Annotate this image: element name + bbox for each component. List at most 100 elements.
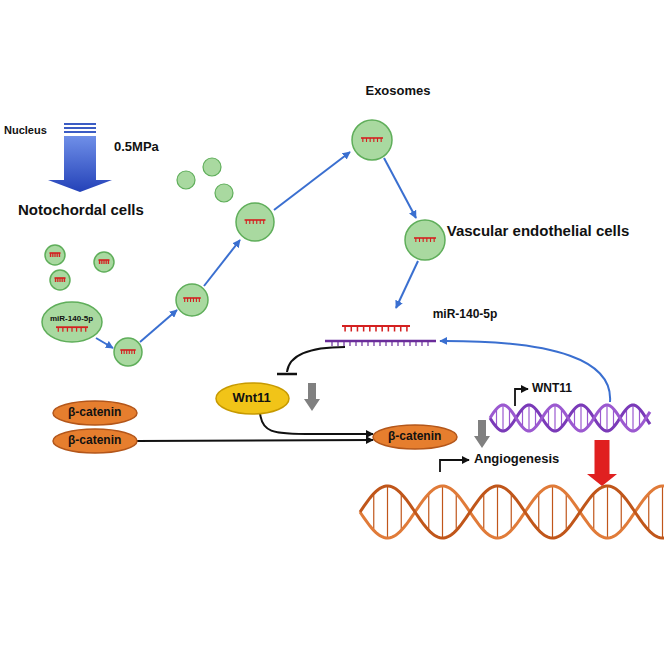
mirna-base — [366, 138, 367, 142]
vesicle-label: Exosomes — [365, 84, 430, 99]
mirna-base — [357, 326, 359, 332]
wnt11-gene-rung — [502, 405, 503, 431]
mrna-base — [397, 341, 398, 346]
mirna-base — [81, 327, 82, 332]
protein-ellipse: β-catenin — [52, 400, 138, 426]
small-vesicle — [215, 184, 233, 202]
mirna-base — [104, 260, 105, 264]
exosome-vesicle — [50, 270, 70, 290]
inhibition-bar — [277, 373, 297, 376]
mirna-base — [134, 350, 135, 354]
mirna-strand — [183, 297, 201, 299]
wnt11-gene-strand — [490, 405, 650, 431]
mirna-base — [106, 260, 107, 264]
mirna-base — [377, 138, 378, 142]
nucleus-outline — [360, 320, 664, 664]
mirna-base — [375, 326, 377, 332]
nucleus-region: Nucleus — [0, 118, 72, 160]
node-label: β-catenin — [388, 430, 441, 444]
exosome-vesicle — [45, 245, 65, 265]
mirna-base — [52, 253, 53, 257]
mirna-base — [246, 220, 247, 224]
mirna-base — [126, 350, 127, 354]
mirna-strand — [50, 252, 61, 254]
mirna-base — [256, 220, 257, 224]
mirna-base — [62, 278, 63, 282]
mirna-base — [184, 298, 185, 302]
flow-arrow — [204, 240, 240, 286]
flow-arrow — [140, 310, 177, 342]
mirna-base — [59, 278, 60, 282]
wnt11-gene-rung — [606, 405, 607, 431]
mirna-strand — [361, 137, 383, 139]
region-outline — [0, 100, 664, 580]
target-gene-rung — [662, 486, 663, 538]
mirna-base — [57, 278, 58, 282]
exosome-vesicle — [405, 220, 445, 260]
target-gene-rung — [483, 494, 484, 531]
exosome-vesicle — [176, 284, 208, 316]
mirna-base — [369, 326, 371, 332]
decrease-arrow — [474, 420, 490, 448]
node-label: Wnt11 — [233, 391, 271, 406]
target-gene-rung — [511, 494, 512, 531]
mirna-base — [363, 326, 365, 332]
region-title: Vascular endothelial cells — [447, 222, 630, 239]
mirna-base — [60, 278, 61, 282]
target-gene-rung — [428, 494, 429, 531]
mirna-base — [430, 238, 431, 242]
node-label: β-catenin — [68, 434, 121, 448]
mirna-base — [406, 326, 408, 332]
mirna-base — [381, 326, 383, 332]
mirna-base — [253, 220, 254, 224]
mirna-base — [121, 350, 122, 354]
mrna-base — [409, 341, 410, 346]
protein-ellipse: β-catenin — [52, 428, 138, 454]
wnt11-gene-rung — [554, 405, 555, 431]
mirna-base — [388, 326, 390, 332]
target-gene-rung — [401, 494, 402, 531]
pressure-stripe — [64, 131, 96, 133]
mirna-strand — [55, 277, 66, 279]
region-title: Nucleus — [4, 124, 47, 137]
multivesicular-body — [167, 156, 247, 208]
mirna-base — [58, 327, 59, 332]
ellipse-shape — [373, 425, 457, 449]
mirna-base — [394, 326, 396, 332]
connector-arrow — [137, 440, 373, 441]
mirna-base — [55, 278, 56, 282]
mirna-base — [196, 298, 197, 302]
decrease-arrow — [304, 383, 320, 411]
mrna-base — [349, 341, 350, 346]
target-gene-strand — [360, 486, 664, 538]
cell-region: Wnt11 β-catenin β-catenin β-catenin Vascular… — [0, 100, 664, 580]
pressure-value: 0.5MPa — [114, 140, 159, 155]
label-holder: WNT11 — [532, 382, 572, 396]
target-gene-rung — [538, 494, 539, 531]
target-gene-rung — [621, 494, 622, 531]
mirna-base — [67, 327, 68, 332]
mirna-base — [370, 138, 371, 142]
flow-arrow — [274, 152, 350, 210]
pressure-stripe — [64, 127, 96, 129]
mirna-base — [381, 138, 382, 142]
mirna-base — [62, 327, 63, 332]
cell-region: NucleusmiR-140-5pNotochordal cells — [0, 118, 340, 350]
process-label: Angiogenesis — [474, 452, 559, 467]
mirna-base — [415, 238, 416, 242]
mrna-base — [415, 341, 416, 346]
target-gene-rung — [456, 494, 457, 531]
protein-ellipse: β-catenin — [372, 424, 458, 450]
connector-arrow — [260, 414, 373, 435]
target-gene-rung — [593, 494, 594, 531]
mirna-base — [55, 253, 56, 257]
mirna-base — [249, 220, 250, 224]
transcription-arrow — [440, 460, 469, 472]
pressure-arrow — [48, 136, 112, 192]
inhibition-line — [287, 347, 345, 372]
target-gene-rung — [497, 486, 498, 538]
mirna-strand — [245, 219, 266, 221]
